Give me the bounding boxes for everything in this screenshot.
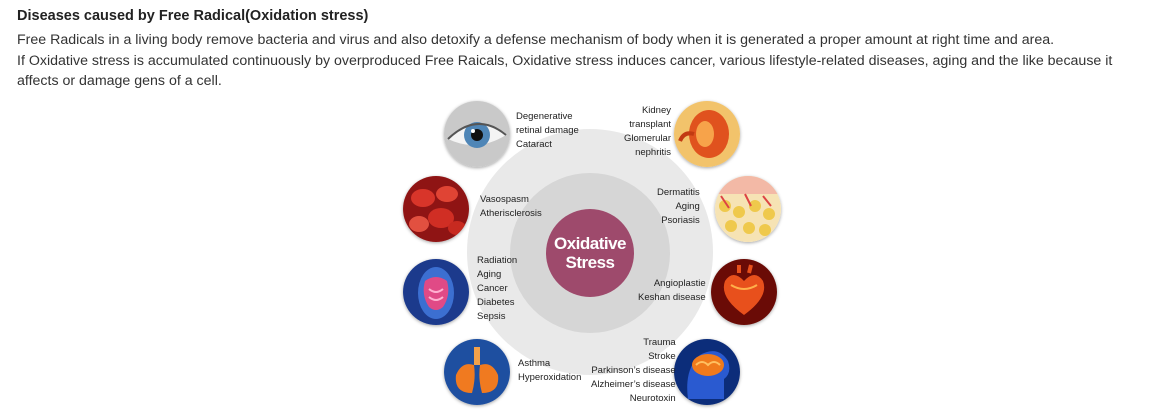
center-label-line-1: Oxidative <box>553 234 627 253</box>
kidney-labels: Kidney transplant Glomerular nephritis <box>624 105 671 158</box>
skin-labels: Dermatitis Aging Psoriasis <box>657 187 700 226</box>
heart-icon <box>711 259 777 325</box>
kidney-icon <box>674 101 740 167</box>
blood-cells-icon <box>403 176 469 242</box>
lungs-icon <box>444 339 510 405</box>
center-circle: Oxidative Stress <box>546 209 634 297</box>
heart-labels: Angioplastie Keshan disease <box>638 278 706 303</box>
center-label-line-2: Stress <box>565 253 615 272</box>
section-title: Diseases caused by Free Radical(Oxidatio… <box>17 8 369 24</box>
eye-labels: Degenerative retinal damage Cataract <box>516 111 579 150</box>
body-labels: Radiation Aging Cancer Diabetes Sepsis <box>477 255 518 322</box>
intro-paragraph-2: If Oxidative stress is accumulated conti… <box>17 53 1113 69</box>
oxidative-stress-diagram: Oxidative Stress Degenerative retinal da… <box>395 96 785 416</box>
lungs-labels: Asthma Hyperoxidation <box>518 358 582 383</box>
eye-icon <box>444 101 510 167</box>
blood-labels: Vasospasm Atherisclerosis <box>480 194 542 219</box>
intro-paragraph-3: affects or damage gens of a cell. <box>17 73 222 89</box>
body-organs-icon <box>403 259 469 325</box>
brain-icon <box>674 339 740 405</box>
intro-paragraph-1: Free Radicals in a living body remove ba… <box>17 32 1055 48</box>
skin-icon <box>715 176 781 242</box>
brain-labels: Trauma Stroke Parkinson’s disease Alzhei… <box>591 337 676 404</box>
